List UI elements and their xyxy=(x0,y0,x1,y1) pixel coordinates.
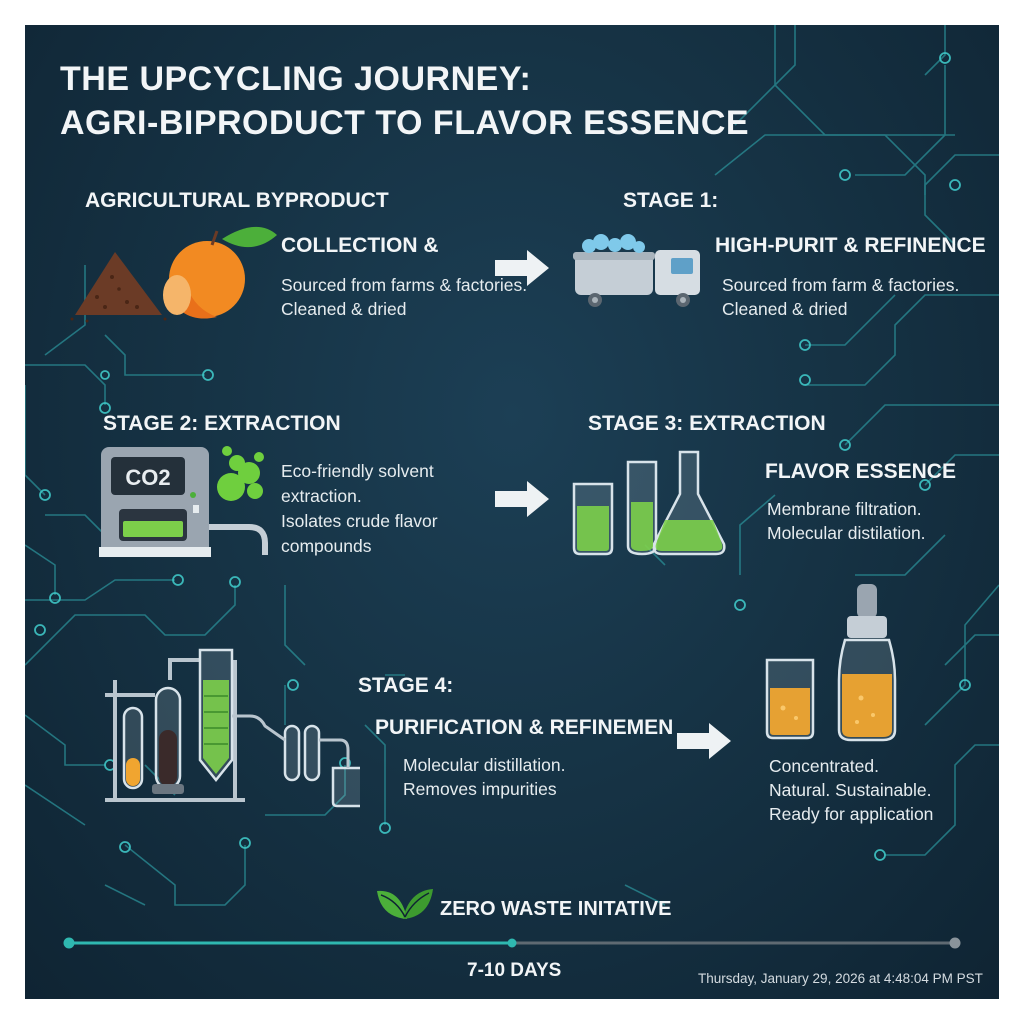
collection-truck-icon xyxy=(573,234,700,307)
distillation-apparatus-icon xyxy=(105,648,360,808)
stage1-subheading: HIGH-PURIT & REFINENCE xyxy=(715,234,986,257)
stage3-subheading: FLAVOR ESSENCE xyxy=(765,460,956,483)
circuit-background xyxy=(25,25,999,906)
final-text-1: Concentrated. xyxy=(769,756,879,776)
stage2-heading: STAGE 2: EXTRACTION xyxy=(103,412,341,435)
final-text-2: Natural. Sustainable. xyxy=(769,780,932,800)
byproduct-subheading: COLLECTION & xyxy=(281,234,439,257)
co2-extractor-icon: CO2 xyxy=(99,446,268,557)
timestamp: Thursday, January 29, 2026 at 4:48:04 PM… xyxy=(698,971,983,986)
stage4-text-2: Removes impurities xyxy=(403,779,557,799)
stage2-text-2: extraction. xyxy=(281,486,362,506)
page-title: THE UPCYCLING JOURNEY: AGRI-BIPRODUCT TO… xyxy=(60,57,760,145)
timeline-bar xyxy=(63,937,961,949)
stage3-text-1: Membrane filtration. xyxy=(767,499,922,519)
stage3-heading: STAGE 3: EXTRACTION xyxy=(588,412,826,435)
final-text-3: Ready for application xyxy=(769,804,934,824)
orange-and-grounds-icon xyxy=(70,226,277,323)
infographic-panel: THE UPCYCLING JOURNEY: AGRI-BIPRODUCT TO… xyxy=(25,25,999,999)
arrow-right-icon xyxy=(495,250,549,286)
arrow-right-icon xyxy=(677,723,731,759)
stage3-text-2: Molecular distilation. xyxy=(767,523,926,543)
title-line-1: THE UPCYCLING JOURNEY: xyxy=(60,60,532,98)
stage1-text-2: Cleaned & dried xyxy=(722,299,848,319)
byproduct-text-2: Cleaned & dried xyxy=(281,299,407,319)
essence-bottle-icon xyxy=(765,584,897,742)
stage2-text-1: Eco-friendly solvent xyxy=(281,461,434,481)
title-line-2: AGRI-BIPRODUCT TO FLAVOR ESSENCE xyxy=(60,104,750,142)
stage1-label: STAGE 1: xyxy=(623,189,719,212)
stage2-text-3: Isolates crude flavor xyxy=(281,511,438,531)
leaf-icon xyxy=(377,889,433,919)
stage4-subheading: PURIFICATION & REFINEMEN xyxy=(375,716,674,739)
lab-glassware-icon xyxy=(572,450,726,556)
stage2-text-4: compounds xyxy=(281,536,372,556)
zero-waste-label: ZERO WASTE INITATIVE xyxy=(440,898,672,920)
arrow-right-icon xyxy=(495,481,549,517)
stage4-text-1: Molecular distillation. xyxy=(403,755,566,775)
stage4-label: STAGE 4: xyxy=(358,674,454,697)
co2-label: CO2 xyxy=(125,465,170,490)
byproduct-text-1: Sourced from farms & factories. xyxy=(281,275,528,295)
stage1-text-1: Sourced from farm & factories. xyxy=(722,275,960,295)
byproduct-heading: AGRICULTURAL BYPRODUCT xyxy=(85,189,389,212)
duration-label: 7-10 DAYS xyxy=(467,960,562,981)
